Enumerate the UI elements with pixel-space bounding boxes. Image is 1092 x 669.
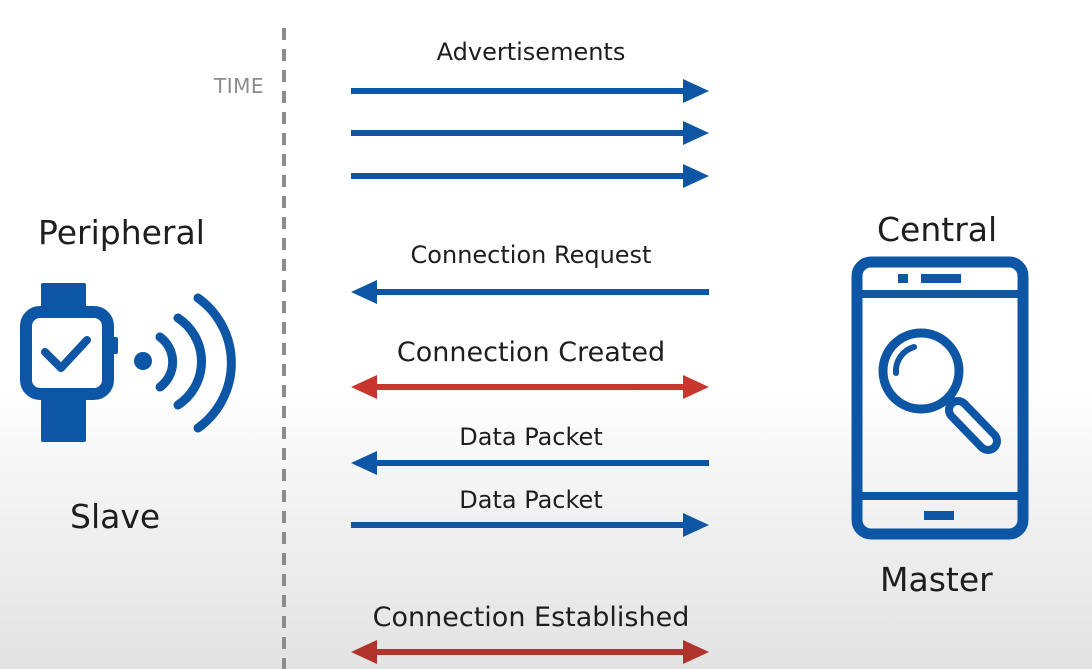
- peripheral-label: Peripheral: [38, 213, 205, 252]
- arrowhead-right: [683, 121, 709, 145]
- phone-speaker: [921, 274, 961, 283]
- master-label: Master: [880, 560, 993, 599]
- arrowhead-left: [351, 451, 377, 475]
- time-axis-label: TIME: [214, 74, 265, 98]
- central-label: Central: [877, 210, 998, 249]
- message-arrow-2: [351, 164, 709, 188]
- arrowhead-right: [683, 513, 709, 537]
- message-arrow-6: [351, 513, 709, 537]
- phone-home-button: [924, 511, 954, 520]
- message-arrow-1: [351, 121, 709, 145]
- phone-body: [851, 256, 1029, 540]
- check-icon: [41, 336, 91, 372]
- arrowhead-right: [683, 640, 709, 664]
- message-label-connection-established: Connection Established: [372, 602, 690, 633]
- message-arrow-0: [351, 79, 709, 103]
- message-label-data-packet-2: Data Packet: [459, 486, 603, 514]
- message-arrow-4: [351, 375, 709, 399]
- broadcast-dot: [134, 352, 152, 370]
- message-label-data-packet-1: Data Packet: [459, 423, 603, 451]
- message-label-advertisements: Advertisements: [436, 38, 626, 66]
- broadcast-waves-icon: [155, 293, 236, 433]
- arrowhead-left: [351, 375, 377, 399]
- arrowhead-right: [683, 375, 709, 399]
- arrowhead-left: [351, 280, 377, 304]
- message-label-connection-created: Connection Created: [396, 337, 666, 368]
- watch-body: [20, 306, 114, 400]
- arrowhead-left: [351, 640, 377, 664]
- arrowhead-right: [683, 79, 709, 103]
- phone-camera: [898, 274, 908, 283]
- message-arrow-5: [351, 451, 709, 475]
- magnifier-icon: [878, 328, 1001, 454]
- slave-label: Slave: [70, 497, 161, 536]
- message-arrow-7: [351, 640, 709, 664]
- message-arrow-3: [351, 280, 709, 304]
- message-label-connection-request: Connection Request: [410, 241, 652, 269]
- arrowhead-right: [683, 164, 709, 188]
